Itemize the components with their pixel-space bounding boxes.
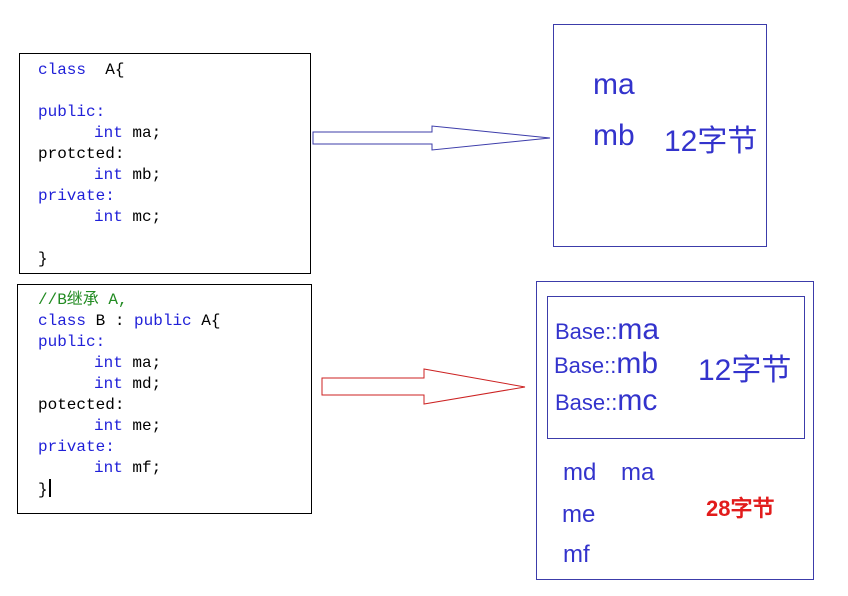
keyword: int <box>94 375 123 393</box>
keyword: int <box>94 354 123 372</box>
member-ma-derived: ma <box>621 459 655 486</box>
arrow-a <box>312 125 551 151</box>
code-line: int me; <box>94 417 162 435</box>
code-line: private: <box>38 187 115 205</box>
size-label-a: 12字节 <box>664 125 758 158</box>
code-line: class A{ <box>38 61 125 79</box>
keyword: int <box>94 166 123 184</box>
keyword: int <box>94 459 123 477</box>
code-line: public: <box>38 103 106 121</box>
code-line: int mb; <box>94 166 162 184</box>
code-line: //B继承 A, <box>38 291 128 309</box>
member-ma: ma <box>593 68 635 101</box>
base-member-mc: Base::mc <box>555 384 658 417</box>
code-line: private: <box>38 438 115 456</box>
member-md: md <box>563 459 597 486</box>
code-line: int mc; <box>94 208 162 226</box>
keyword: int <box>94 124 123 142</box>
total-size-label: 28字节 <box>706 496 775 521</box>
member-me: me <box>562 501 596 528</box>
code-line: } <box>38 479 311 500</box>
keyword: int <box>94 417 123 435</box>
base-member-mb: Base::mb <box>554 347 659 380</box>
class-b-code-box: //B继承 A, class B : public A{ public: int… <box>17 284 312 514</box>
code-line: potected: <box>38 396 125 414</box>
text-caret <box>48 479 51 497</box>
keyword: class <box>38 312 87 330</box>
code-line: int mf; <box>94 459 162 477</box>
base-prefix: Base:: <box>555 319 618 344</box>
code-line: class B : public A{ <box>38 312 221 330</box>
base-size-label: 12字节 <box>698 354 792 387</box>
code-line: protcted: <box>38 145 125 163</box>
arrow-b <box>321 368 526 405</box>
code-line: } <box>38 250 48 268</box>
member-mf: mf <box>563 541 590 568</box>
member-mb: mb <box>593 119 635 152</box>
code-line: int ma; <box>94 124 162 142</box>
base-prefix: Base:: <box>554 353 617 378</box>
base-subobject-box <box>547 296 805 439</box>
code-line: int ma; <box>94 354 162 372</box>
base-member-ma: Base::ma <box>555 313 660 346</box>
keyword: class <box>38 61 87 79</box>
keyword: int <box>94 208 123 226</box>
class-a-code-box: class A{ public: int ma; protcted: int m… <box>19 53 311 274</box>
code-line: public: <box>38 333 106 351</box>
class-a-memory-box <box>553 24 767 247</box>
base-prefix: Base:: <box>555 390 618 415</box>
keyword: public <box>134 312 192 330</box>
code-line: int md; <box>94 375 162 393</box>
